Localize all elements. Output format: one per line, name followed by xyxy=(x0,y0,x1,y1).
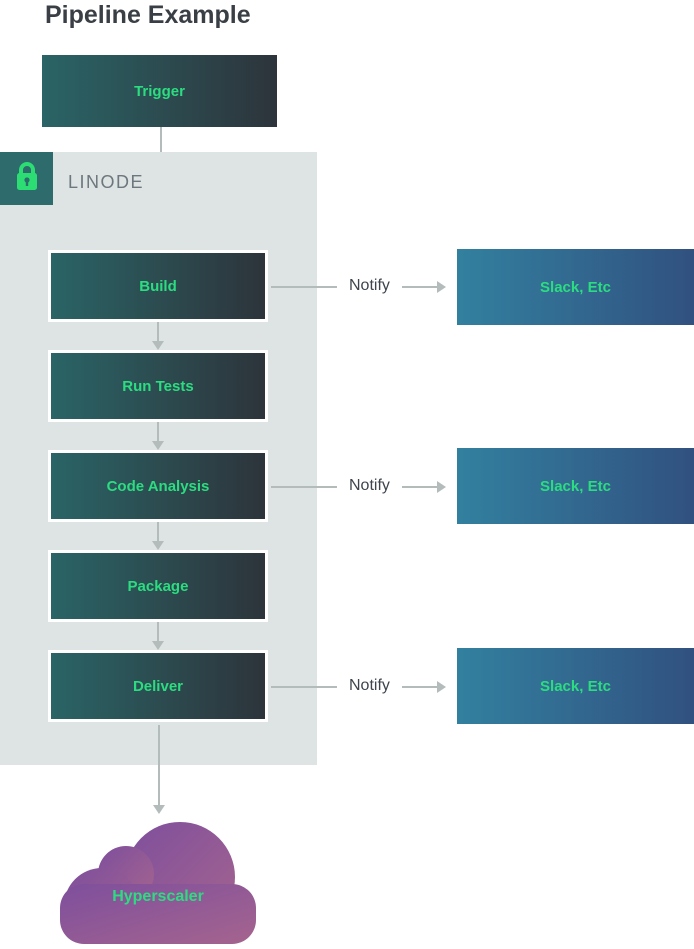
linode-label: LINODE xyxy=(68,172,145,192)
arrow-codeanalysis-to-package xyxy=(157,522,159,541)
padlock-icon xyxy=(13,160,41,197)
notify-label-deliver: Notify xyxy=(349,677,390,694)
page-title: Pipeline Example xyxy=(45,1,251,29)
stage-code-analysis: Code Analysis xyxy=(48,450,268,522)
stage-build-label: Build xyxy=(139,277,177,295)
stage-run-tests: Run Tests xyxy=(48,350,268,422)
arrow-head-deliver-to-cloud xyxy=(153,805,165,814)
slack-label-deliver: Slack, Etc xyxy=(540,677,611,695)
arrow-build-to-runtests xyxy=(157,322,159,341)
slack-node-codeanalysis: Slack, Etc xyxy=(457,448,694,524)
stage-package-label: Package xyxy=(127,577,189,595)
notify-line-build xyxy=(271,286,337,288)
arrow-head-codeanalysis-to-package xyxy=(152,541,164,550)
slack-node-deliver: Slack, Etc xyxy=(457,648,694,724)
trigger-node: Trigger xyxy=(42,55,277,127)
arrow-deliver-to-cloud xyxy=(158,725,160,805)
stage-build: Build xyxy=(48,250,268,322)
notify-arrow-codeanalysis xyxy=(402,486,437,488)
notify-label-codeanalysis: Notify xyxy=(349,477,390,494)
hyperscaler-cloud xyxy=(60,822,256,944)
stage-deliver-label: Deliver xyxy=(132,677,184,695)
cloud-icon xyxy=(60,822,256,948)
arrow-head-runtests-to-codeanalysis xyxy=(152,441,164,450)
slack-label-codeanalysis: Slack, Etc xyxy=(540,477,611,495)
hyperscaler-label: Hyperscaler xyxy=(112,888,204,905)
notify-line-codeanalysis xyxy=(271,486,337,488)
trigger-label: Trigger xyxy=(134,82,185,100)
slack-node-build: Slack, Etc xyxy=(457,249,694,325)
notify-arrow-head-codeanalysis xyxy=(437,481,446,493)
notify-arrow-head-deliver xyxy=(437,681,446,693)
notify-line-deliver xyxy=(271,686,337,688)
arrow-head-build-to-runtests xyxy=(152,341,164,350)
notify-arrow-build xyxy=(402,286,437,288)
arrow-runtests-to-codeanalysis xyxy=(157,422,159,441)
stage-code-analysis-label: Code Analysis xyxy=(106,477,210,495)
notify-arrow-deliver xyxy=(402,686,437,688)
lock-badge xyxy=(0,152,53,205)
stage-package: Package xyxy=(48,550,268,622)
stage-deliver: Deliver xyxy=(48,650,268,722)
notify-label-build: Notify xyxy=(349,277,390,294)
arrow-package-to-deliver xyxy=(157,622,159,641)
notify-arrow-head-build xyxy=(437,281,446,293)
slack-label-build: Slack, Etc xyxy=(540,278,611,296)
stage-run-tests-label: Run Tests xyxy=(122,377,194,395)
arrow-head-package-to-deliver xyxy=(152,641,164,650)
